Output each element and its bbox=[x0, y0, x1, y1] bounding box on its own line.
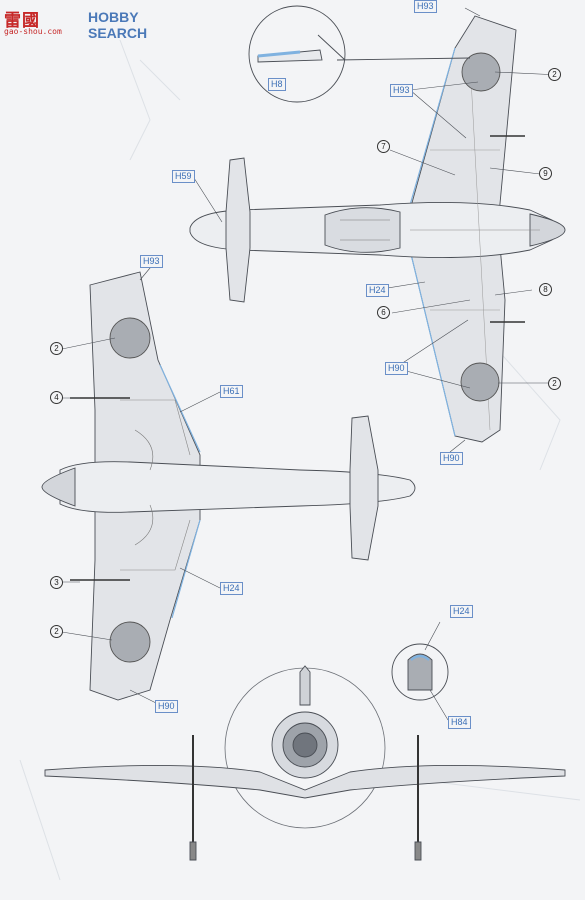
callout-h90-top: H90 bbox=[385, 362, 408, 375]
number-4: 4 bbox=[50, 391, 63, 404]
callout-h84: H84 bbox=[448, 716, 471, 729]
number-6: 6 bbox=[377, 306, 390, 319]
number-2-bottom-wing-upper: 2 bbox=[50, 342, 63, 355]
callout-h59: H59 bbox=[172, 170, 195, 183]
watermark-logo: 雷國 HOBBY SEARCH gao-shou.com bbox=[4, 6, 164, 41]
number-2-bottom-wing-lower: 2 bbox=[50, 625, 63, 638]
number-2-top-wing-lower: 2 bbox=[548, 377, 561, 390]
number-9: 9 bbox=[539, 167, 552, 180]
number-3: 3 bbox=[50, 576, 63, 589]
callout-h24-top: H24 bbox=[366, 284, 389, 297]
callout-h93-top: H93 bbox=[414, 0, 437, 13]
callout-h90-left: H90 bbox=[155, 700, 178, 713]
bottom-view-aircraft bbox=[41, 271, 416, 701]
callout-h61: H61 bbox=[220, 385, 243, 398]
watermark-brand-en: HOBBY SEARCH bbox=[88, 9, 148, 41]
leader-lines bbox=[61, 7, 561, 721]
watermark-url: gao-shou.com bbox=[4, 27, 62, 36]
callout-h93-left: H93 bbox=[140, 255, 163, 268]
callout-h93-mid: H93 bbox=[390, 84, 413, 97]
nose-detail bbox=[391, 643, 449, 701]
callout-h24-left: H24 bbox=[220, 582, 243, 595]
top-view-aircraft bbox=[189, 15, 566, 443]
callout-h90-bottom-right: H90 bbox=[440, 452, 463, 465]
number-2-top-wing-upper: 2 bbox=[548, 68, 561, 81]
callout-h24-detail: H24 bbox=[450, 605, 473, 618]
number-7: 7 bbox=[377, 140, 390, 153]
front-view-aircraft bbox=[44, 665, 566, 861]
callout-h8: H8 bbox=[268, 78, 286, 91]
background-ghost-lines bbox=[19, 39, 581, 881]
number-8: 8 bbox=[539, 283, 552, 296]
watermark-brand-cn: 雷國 bbox=[4, 11, 40, 31]
